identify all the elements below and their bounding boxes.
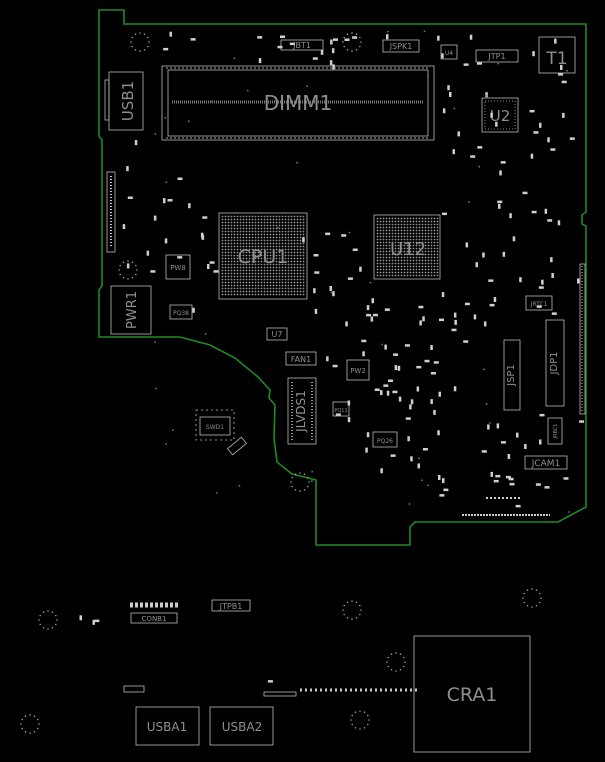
- jcam1-connector: JCAM1: [524, 455, 568, 470]
- pq11-mosfet: PQ11: [332, 401, 350, 417]
- jspk1-connector: JSPK1: [382, 39, 420, 53]
- jrbc1-label: JRBC1: [553, 424, 559, 440]
- jsp1-connector: JSP1: [503, 339, 521, 411]
- pq38-mosfet: PQ38: [169, 304, 193, 320]
- jbt1-label: JBT1: [292, 41, 311, 50]
- fan1-label: FAN1: [291, 355, 311, 364]
- pq26-mosfet: PQ26: [372, 431, 398, 448]
- usb1-connector: USB1: [104, 71, 144, 131]
- jdp1-label: JDP1: [549, 351, 560, 375]
- usba2-label: USBA2: [222, 720, 262, 734]
- vias: [20, 30, 571, 734]
- jrtc1-connector: JRTC1: [525, 295, 553, 311]
- usb1-label: USB1: [119, 81, 137, 121]
- jdp1-connector: JDP1: [545, 319, 565, 407]
- pwr1-connector: PWR1: [110, 285, 152, 335]
- pw8-label: PW8: [170, 264, 186, 272]
- u12-label: U12: [390, 239, 426, 260]
- fan1-connector: FAN1: [285, 351, 317, 366]
- jrtc1-label: JRTC1: [530, 301, 548, 308]
- conb1-connector: CONB1: [130, 602, 180, 624]
- jtpb1-label: JTPB1: [219, 602, 243, 611]
- u7-label: U7: [272, 330, 283, 339]
- swd1-label: SWD1: [206, 424, 224, 431]
- cpu1-chip: CPU1: [218, 212, 308, 300]
- conb1-label: CONB1: [142, 615, 167, 623]
- jlvds1-connector: JLVDS1: [287, 377, 317, 445]
- pq11-label: PQ11: [334, 408, 347, 414]
- pq26-label: PQ26: [377, 438, 393, 445]
- swd1-switch: SWD1: [195, 409, 248, 456]
- jtpb1-connector: JTPB1: [211, 599, 251, 612]
- dimm1-slot: DIMM1: [161, 65, 435, 141]
- jbt1-connector: JBT1: [280, 39, 324, 51]
- cpu1-label: CPU1: [238, 246, 289, 268]
- board-outline: [98, 9, 587, 546]
- jtp1-label: JTP1: [487, 52, 505, 61]
- jtp1-connector: JTP1: [475, 49, 519, 63]
- pw2-label: PW2: [350, 367, 366, 375]
- pwr1-label: PWR1: [125, 291, 140, 329]
- usba2-connector: USBA2: [209, 706, 274, 746]
- u4-chip: U4: [440, 44, 458, 60]
- u4-label: U4: [445, 50, 453, 57]
- t1-component: T1: [538, 36, 576, 74]
- u2-chip: U2: [481, 97, 519, 133]
- t1-label: T1: [545, 49, 567, 69]
- dimm1-label: DIMM1: [264, 91, 333, 115]
- left-edge-connector: [106, 171, 116, 253]
- pq38-label: PQ38: [173, 310, 189, 317]
- cra1-label: CRA1: [447, 684, 498, 706]
- jlvds1-label: JLVDS1: [294, 390, 308, 433]
- pw8-inductor: PW8: [165, 254, 191, 280]
- usba1-connector: USBA1: [135, 706, 200, 746]
- right-edge-connector: [579, 263, 586, 415]
- u2-label: U2: [490, 107, 511, 125]
- jrbc1-connector: JRBC1: [547, 417, 563, 445]
- pw2-inductor: PW2: [346, 359, 370, 381]
- u7-chip: U7: [266, 327, 288, 341]
- usba1-label: USBA1: [147, 720, 187, 734]
- jsp1-label: JSP1: [506, 364, 517, 387]
- jcam1-label: JCAM1: [531, 459, 561, 469]
- u12-chip: U12: [373, 214, 441, 280]
- cra1-card-reader: CRA1: [413, 635, 531, 753]
- jspk1-label: JSPK1: [389, 42, 413, 51]
- passive-components: [79, 31, 585, 683]
